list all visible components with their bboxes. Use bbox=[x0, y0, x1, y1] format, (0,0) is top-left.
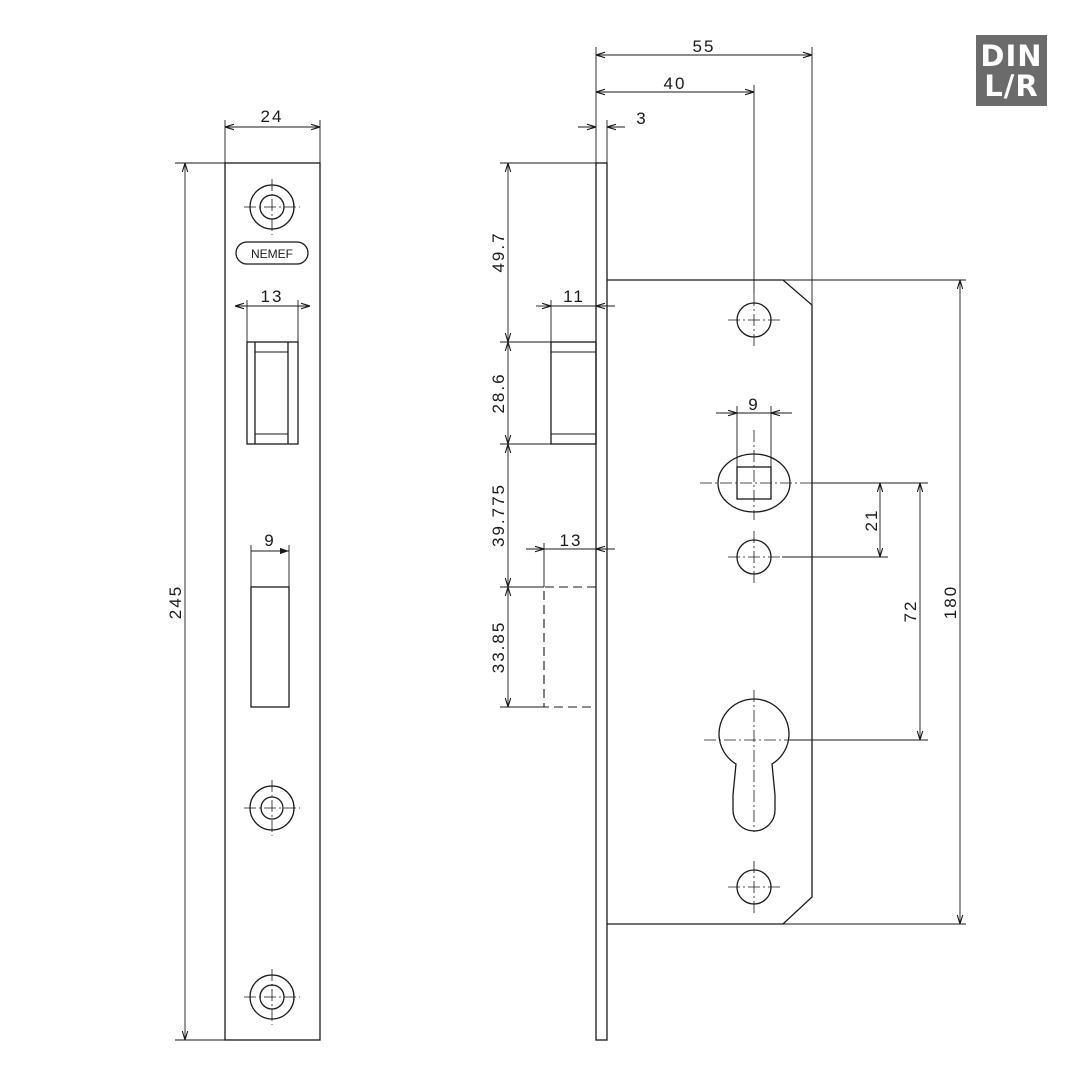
dim-backset: 40 bbox=[664, 74, 687, 93]
spindle-follower-icon bbox=[700, 430, 812, 520]
screw-hole-icon bbox=[244, 179, 300, 235]
dim-latch-offset: 49.7 bbox=[489, 231, 508, 272]
badge-line-2: L/R bbox=[984, 69, 1039, 103]
faceplate-edge bbox=[595, 162, 608, 1041]
screw-hole-icon bbox=[244, 780, 300, 836]
brand-oval bbox=[235, 241, 309, 265]
deadbolt-front bbox=[250, 586, 290, 708]
screw-hole-icon bbox=[728, 294, 782, 346]
front-view: NEMEF 13 9 bbox=[166, 107, 321, 1041]
dim-latch-width: 13 bbox=[261, 287, 284, 306]
cylinder-cutout-icon bbox=[704, 690, 812, 832]
dim-spindle-to-cylinder: 72 bbox=[901, 600, 920, 623]
badge-line-1: DIN bbox=[980, 39, 1043, 73]
screw-hole-icon bbox=[728, 531, 782, 583]
dim-gap: 39.775 bbox=[489, 483, 508, 547]
dim-face-height: 245 bbox=[166, 585, 185, 619]
dim-spindle-square: 9 bbox=[748, 395, 759, 414]
lock-case-outline bbox=[607, 279, 813, 925]
latch-front bbox=[246, 341, 299, 445]
dim-bolt-projection: 13 bbox=[560, 531, 583, 550]
dim-backset-total: 55 bbox=[693, 37, 716, 56]
dim-case-height: 180 bbox=[941, 585, 960, 619]
dim-spindle-to-hole: 21 bbox=[862, 509, 881, 532]
latch-side bbox=[550, 341, 597, 445]
dim-latch-projection: 11 bbox=[563, 287, 585, 306]
screw-hole-icon bbox=[728, 861, 782, 913]
brand-label: NEMEF bbox=[251, 247, 293, 261]
side-view: 55 40 3 49.7 28.6 39.775 33.85 11 13 bbox=[489, 37, 966, 1041]
deadbolt-side bbox=[543, 586, 596, 708]
dim-deadbolt-width: 9 bbox=[264, 531, 275, 550]
screw-hole-icon bbox=[244, 969, 300, 1025]
dim-latch-height: 28.6 bbox=[489, 372, 508, 413]
din-lr-badge: DIN L/R bbox=[976, 35, 1047, 106]
dim-face-thickness: 3 bbox=[636, 109, 647, 128]
faceplate-outline bbox=[224, 162, 321, 1041]
dim-bolt-height: 33.85 bbox=[489, 621, 508, 674]
dim-face-width: 24 bbox=[261, 107, 284, 126]
